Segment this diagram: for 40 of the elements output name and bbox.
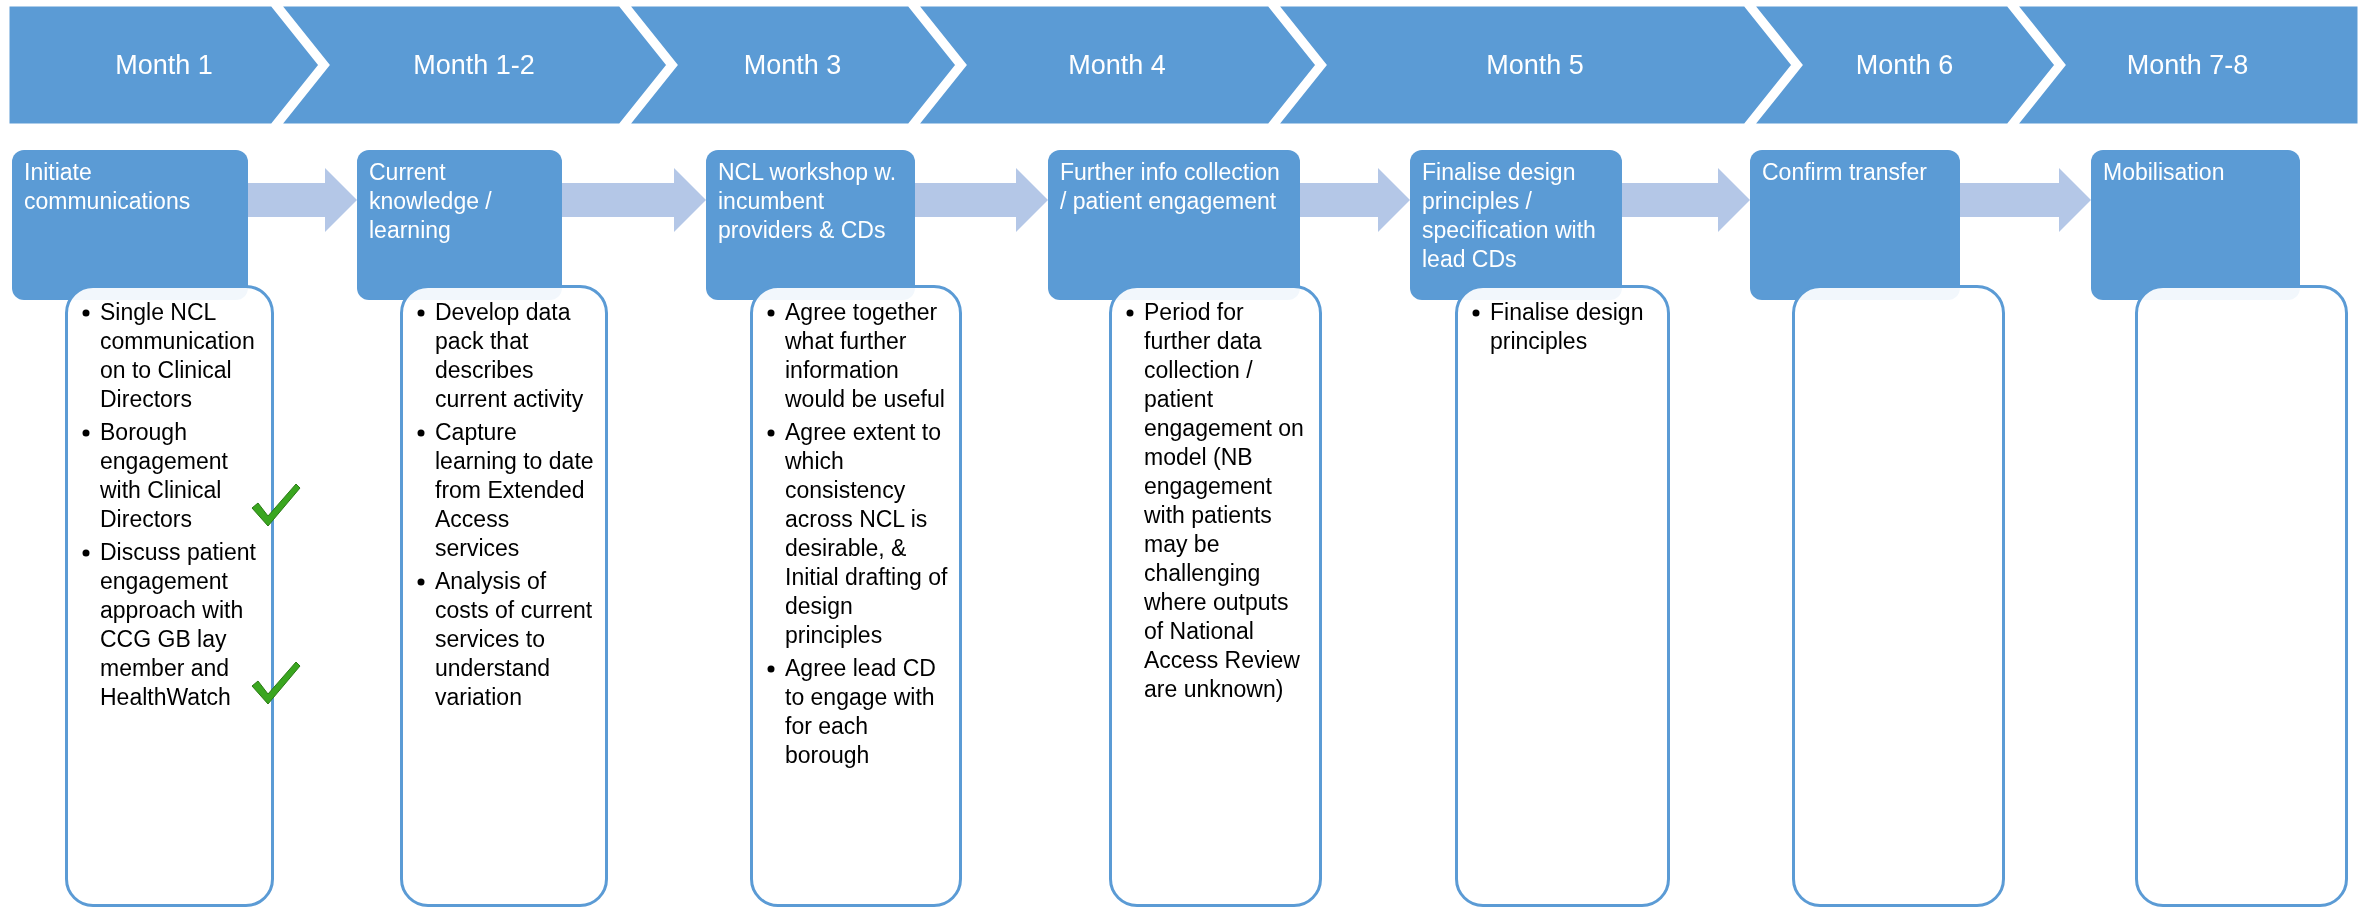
month-label: Month 1 <box>114 49 214 81</box>
detail-card <box>1455 285 1670 907</box>
bullet-item: Period for further data collection / patient engagement on model (NB engagement with patients may be challenging where outputs of National Access Review are unknown) <box>1144 299 1304 702</box>
month-label: Month 4 <box>1067 49 1167 81</box>
step-header-box: Current knowledge / learning <box>357 150 562 300</box>
step-header-box: Finalise design principles / specification with lead CDs <box>1410 150 1622 300</box>
detail-card <box>1792 285 2005 907</box>
bullet-item: Borough engagement with Clinical Directors <box>100 419 228 532</box>
bullet-item: Capture learning to date from Extended Access services <box>435 419 594 561</box>
bullet-item: Finalise design principles <box>1490 299 1644 354</box>
bullet-item: Agree extent to which consistency across NCL is desirable, & Initial drafting of design principles <box>785 419 948 648</box>
bullet-item: Agree together what further information would be useful <box>785 299 945 412</box>
chevron-step <box>1753 5 2056 125</box>
step-header-box: Initiate communications <box>12 150 248 300</box>
detail-card <box>2135 285 2348 907</box>
step-header-box: Mobilisation <box>2091 150 2300 300</box>
month-label: Month 1-2 <box>412 49 536 81</box>
step-header-box: Confirm transfer <box>1750 150 1960 300</box>
detail-card <box>400 285 608 907</box>
step-header-box: NCL workshop w. incumbent providers & CDs <box>706 150 915 300</box>
month-label: Month 6 <box>1854 49 1955 81</box>
month-label: Month 7-8 <box>2125 49 2250 81</box>
bullet-item: Discuss patient engagement approach with CCG GB lay member and HealthWatch <box>100 539 256 710</box>
bullet-item: Develop data pack that describes current activity <box>435 299 584 412</box>
detail-card <box>750 285 962 907</box>
chevron-step <box>2016 5 2359 125</box>
month-label: Month 5 <box>1485 49 1585 81</box>
chevron-step <box>1277 5 1793 125</box>
chevron-step <box>280 5 668 125</box>
chevron-step <box>8 5 320 125</box>
chevron-step <box>628 5 957 125</box>
detail-card <box>1109 285 1322 907</box>
detail-card <box>65 285 274 907</box>
month-label: Month 3 <box>742 49 843 81</box>
block-arrow <box>1300 168 1410 232</box>
bullet-item: Agree lead CD to engage with for each borough <box>785 655 936 768</box>
step-header-box: Further info collection / patient engagement <box>1048 150 1300 300</box>
chevron-step <box>917 5 1317 125</box>
bullet-item: Analysis of costs of current services to understand variation <box>435 568 593 710</box>
bullet-item: Single NCL communication on to Clinical Directors <box>100 299 255 412</box>
